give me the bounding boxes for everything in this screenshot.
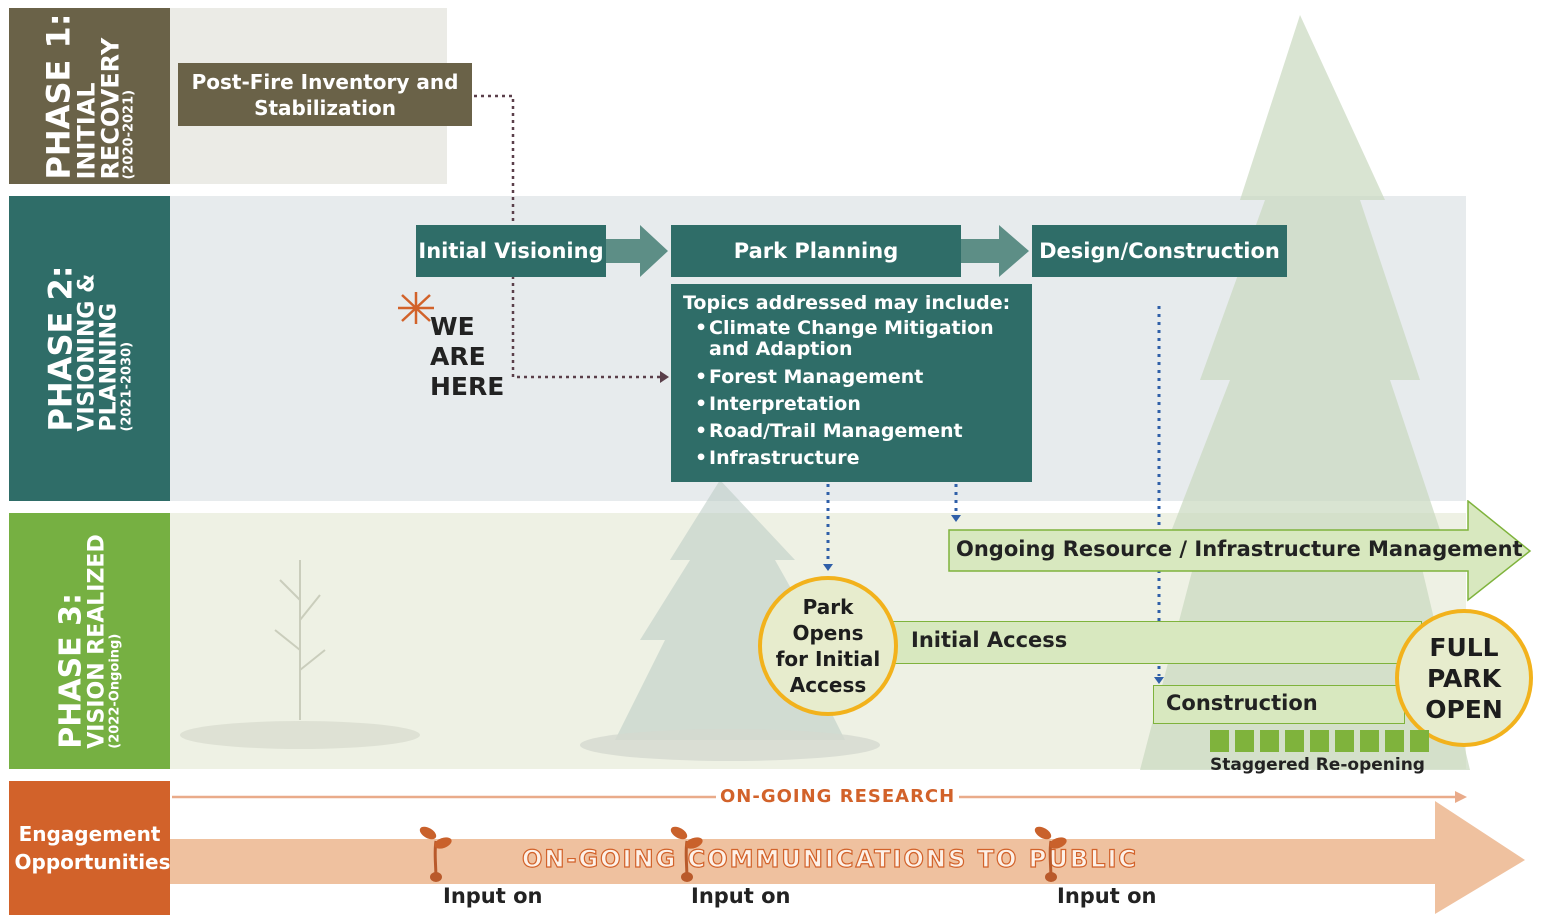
sprout-icon: [1034, 826, 1067, 882]
full-park-open-text: FULL PARK OPEN: [1425, 632, 1503, 724]
stagger-block: [1410, 730, 1429, 752]
staggered-label: Staggered Re-opening: [1210, 755, 1425, 775]
communications-arrow: [170, 801, 1525, 914]
input-label-3: Input on: [1057, 884, 1157, 908]
arrow-1-icon: [606, 225, 668, 277]
stagger-block: [1260, 730, 1279, 752]
star-icon: [398, 292, 434, 324]
park-opens-text: Park Opens for Initial Access: [775, 595, 881, 697]
stagger-block: [1335, 730, 1354, 752]
initial-visioning-box: Initial Visioning: [416, 225, 606, 277]
park-planning-box: Park Planning: [671, 225, 961, 277]
topics-box: Topics addressed may include: Climate Ch…: [671, 284, 1032, 482]
design-construction-text: Design/Construction: [1039, 239, 1280, 263]
input-label-2: Input on: [691, 884, 791, 908]
initial-access-bar: [860, 621, 1422, 664]
phase1-box-text: Post-Fire Inventory and Stabilization: [191, 69, 459, 120]
topic-item: Forest Management: [693, 367, 1022, 389]
construction-label: Construction: [1166, 691, 1318, 715]
engagement-label-text: Engagement Opportunities: [14, 822, 171, 874]
stagger-block: [1210, 730, 1229, 752]
stagger-block: [1360, 730, 1379, 752]
full-park-open-circle: FULL PARK OPEN: [1395, 609, 1533, 747]
we-are-here-text: WE ARE HERE: [430, 312, 505, 401]
topic-item: Climate Change Mitigation and Adaption: [693, 318, 1022, 360]
construction-bar: [1153, 685, 1405, 724]
arrow-2-icon: [961, 225, 1029, 277]
initial-access-label: Initial Access: [911, 628, 1068, 652]
engagement-label: Engagement Opportunities: [9, 781, 171, 915]
park-planning-text: Park Planning: [733, 239, 899, 263]
phase1-box: Post-Fire Inventory and Stabilization: [178, 63, 472, 126]
topic-item: Road/Trail Management: [693, 421, 1022, 443]
ongoing-management-arrow: [948, 500, 1532, 602]
design-construction-box: Design/Construction: [1032, 225, 1287, 277]
ongoing-management-label: Ongoing Resource / Infrastructure Manage…: [956, 537, 1523, 561]
research-label: ON-GOING RESEARCH: [716, 786, 960, 807]
stagger-block: [1310, 730, 1329, 752]
sprout-icon: [419, 826, 452, 882]
phase2-label: PHASE 2: VISIONING & PLANNING (2021-2030…: [9, 196, 170, 501]
we-are-here: WE ARE HERE: [430, 312, 510, 402]
topic-item: Interpretation: [693, 394, 1022, 416]
stagger-block: [1285, 730, 1304, 752]
stagger-block: [1385, 730, 1404, 752]
input-label-1: Input on: [443, 884, 543, 908]
sprout-icon: [670, 826, 703, 882]
topics-list: Climate Change Mitigation and Adaption F…: [683, 318, 1022, 470]
phase1-label: PHASE 1: INITIAL RECOVERY (2020-2021): [9, 8, 170, 184]
stagger-block: [1235, 730, 1254, 752]
topic-item: Infrastructure: [693, 448, 1022, 470]
topics-heading: Topics addressed may include:: [683, 292, 1011, 314]
initial-visioning-text: Initial Visioning: [418, 239, 604, 263]
park-opens-circle: Park Opens for Initial Access: [758, 576, 898, 716]
phase3-label: PHASE 3: VISION REALIZED (2022-Ongoing): [9, 513, 170, 769]
communications-label: ON-GOING COMMUNICATIONS TO PUBLIC: [521, 844, 1138, 873]
